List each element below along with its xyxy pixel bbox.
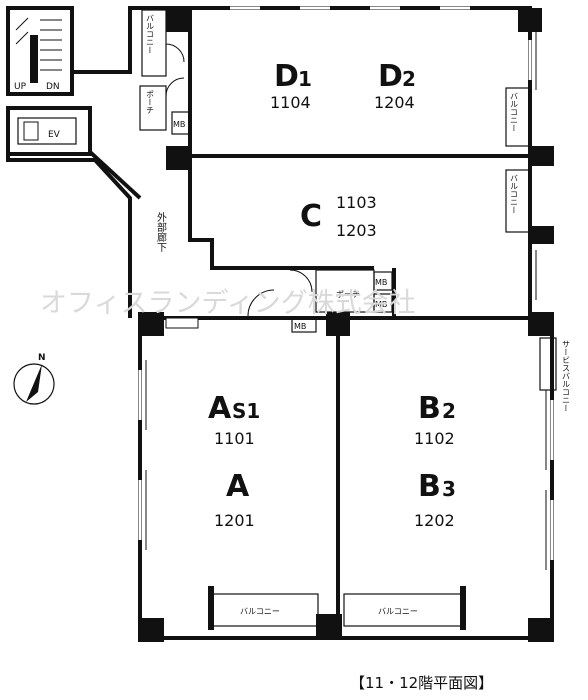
dn-label: DN: [46, 82, 60, 92]
mb-label-c1: MB: [375, 278, 387, 287]
balcony-bottom: バルコニー バルコニー: [208, 586, 466, 630]
ab-block: MB: [138, 312, 554, 642]
unit-c-number2: 1203: [336, 221, 377, 240]
unit-as1-sub: S1: [232, 399, 260, 423]
unit-b2-letter: B: [418, 391, 441, 426]
stair: UP DN: [6, 6, 74, 96]
unit-c: C 1103 1203: [300, 193, 377, 240]
unit-b3-number: 1202: [414, 511, 455, 530]
unit-b2-number: 1102: [414, 429, 455, 448]
watermark: オフィスランディング株式会社: [40, 288, 416, 319]
unit-d1: D 1 1104: [270, 59, 312, 112]
balcony-label-1: バルコニー: [146, 14, 155, 54]
unit-as1-letter: A: [208, 391, 232, 426]
porch-label-c: ポーチ: [336, 290, 360, 299]
d-block: [166, 6, 554, 170]
porch-d: ポーチ MB: [139, 77, 191, 135]
outer-corridor-label: 外部廊下: [155, 212, 167, 253]
unit-b3-letter: B: [418, 469, 441, 504]
service-balcony: サービスバルコニー: [539, 337, 571, 412]
unit-c-number1: 1103: [336, 193, 377, 212]
unit-c-letter: C: [300, 199, 322, 234]
mb-label-c2: MB: [375, 300, 387, 309]
service-balcony-label: サービスバルコニー: [562, 340, 571, 412]
unit-d1-number: 1104: [270, 93, 311, 112]
balcony-label-4: バルコニー: [240, 607, 280, 616]
c-block: [188, 156, 537, 318]
unit-d1-sub: 1: [298, 67, 312, 91]
balcony-top-left: バルコニー: [141, 9, 185, 77]
unit-d2-number: 1204: [374, 93, 415, 112]
unit-as1-number: 1101: [214, 429, 255, 448]
floor-caption: 【11・12階平面図】: [350, 674, 493, 692]
unit-as1: A S1 1101: [208, 391, 260, 448]
ev-label: EV: [48, 130, 61, 140]
unit-b3: B 3 1202: [414, 469, 456, 530]
balcony-label-5: バルコニー: [378, 607, 418, 616]
unit-d2-sub: 2: [402, 67, 416, 91]
unit-a: A 1201: [214, 469, 255, 530]
unit-b2: B 2 1102: [414, 391, 456, 448]
unit-d2: D 2 1204: [374, 59, 416, 112]
north-label: N: [38, 353, 46, 363]
unit-a-letter: A: [226, 469, 250, 504]
porch-label-d: ポーチ: [146, 90, 155, 114]
mb-label-d: MB: [173, 120, 185, 129]
unit-b3-sub: 3: [442, 477, 456, 501]
balcony-label-3: バルコニー: [510, 174, 519, 214]
north-compass: N: [13, 353, 55, 405]
unit-d2-letter: D: [378, 59, 403, 94]
elevator: EV: [6, 106, 92, 156]
up-label: UP: [14, 82, 27, 92]
north-arrow-icon: [26, 364, 42, 402]
porch-c: ポーチ MB MB: [247, 269, 393, 317]
outer-corridor-walls: [6, 6, 190, 318]
unit-b2-sub: 2: [442, 399, 456, 423]
unit-a-number: 1201: [214, 511, 255, 530]
unit-d1-letter: D: [274, 59, 299, 94]
balcony-label-2: バルコニー: [510, 92, 519, 132]
mb-label-a: MB: [294, 322, 306, 331]
